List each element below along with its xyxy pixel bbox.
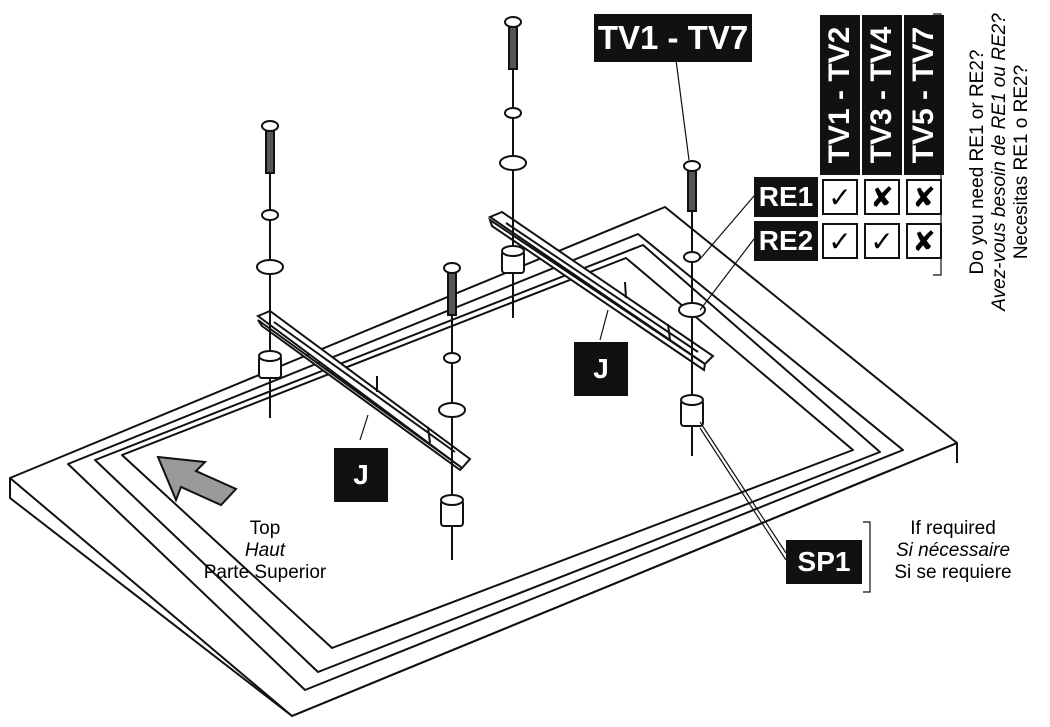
bracket-right <box>487 210 715 372</box>
tv-panel <box>9 206 958 717</box>
spacer-label: SP1 <box>786 540 862 584</box>
check-icon: ✓ <box>822 223 858 259</box>
top-label-en: Top <box>249 518 281 539</box>
cross-icon: ✘ <box>906 223 942 259</box>
if-required-fr: Si nécessaire <box>895 540 1011 561</box>
re-question: Do you need RE1 or RE2? Avez-vous besoin… <box>967 2 1033 322</box>
top-arrow-icon <box>156 455 238 507</box>
bracket-left <box>255 309 472 472</box>
bracket-label-j-left: J <box>334 448 388 502</box>
tv-range-label: TV1 - TV7 <box>594 14 752 62</box>
if-required-es: Si se requiere <box>894 562 1012 583</box>
re-question-fr: Avez-vous besoin de RE1 ou RE2? <box>989 13 1010 311</box>
table-column-header: TV5 - TV7 <box>904 15 944 175</box>
if-required-label: If required Si nécessaire Si se requiere <box>874 518 1032 584</box>
if-required-en: If required <box>910 518 996 539</box>
check-icon: ✓ <box>822 179 858 215</box>
re-question-es: Necesitas RE1 o RE2? <box>1011 64 1032 260</box>
re-question-en: Do you need RE1 or RE2? <box>967 49 988 275</box>
check-icon: ✓ <box>864 223 900 259</box>
cross-icon: ✘ <box>906 179 942 215</box>
table-column-header: TV3 - TV4 <box>862 15 902 175</box>
leader-lines <box>359 13 942 593</box>
top-label-fr: Haut <box>244 540 286 561</box>
table-column-header: TV1 - TV2 <box>820 15 860 175</box>
top-label-es: Parte Superior <box>203 562 327 583</box>
table-row-label: RE2 <box>754 221 818 261</box>
top-label: Top Haut Parte Superior <box>175 518 355 584</box>
screw-stacks <box>256 16 706 560</box>
cross-icon: ✘ <box>864 179 900 215</box>
bracket-label-j-right: J <box>574 342 628 396</box>
table-row-label: RE1 <box>754 177 818 217</box>
